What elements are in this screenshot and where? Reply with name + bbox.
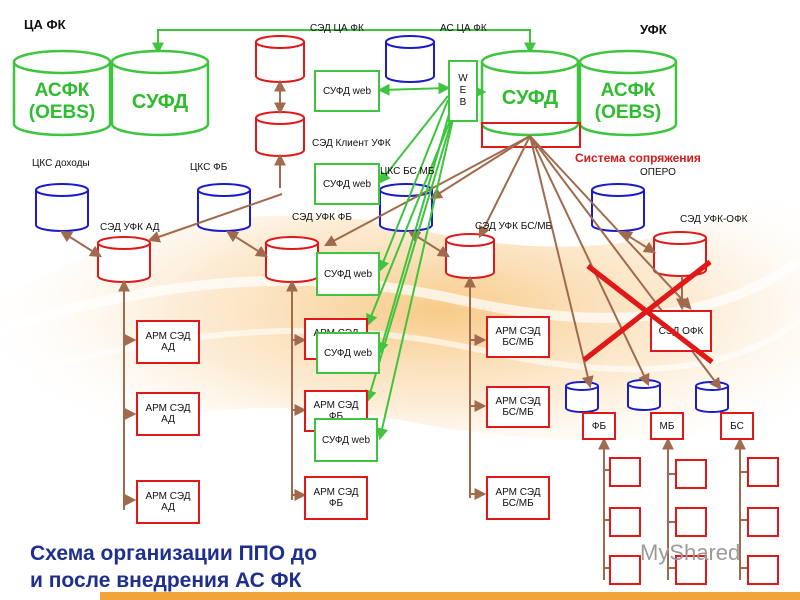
sufd-web-4: СУФД web (316, 332, 380, 374)
arm-sed-bs-mb-3: АРМ СЭД БС/МБ (486, 476, 550, 520)
mb-node-3 (675, 555, 707, 585)
fb-node-3 (609, 555, 641, 585)
arm-sed-ad-3: АРМ СЭД АД (136, 480, 200, 524)
cylinder-sufd-right (480, 49, 580, 137)
asfk-right-label: АСФК (OEBS) (594, 80, 662, 123)
arm-sed-ad-1: АРМ СЭД АД (136, 320, 200, 364)
arm-sed-ad-2: АРМ СЭД АД (136, 392, 200, 436)
cylinder-cks-dohody (35, 183, 89, 232)
cylinder-asfk-left (12, 49, 112, 137)
cylinder-sed-ufk-fb (265, 236, 319, 283)
cylinder-bs-small (695, 381, 729, 413)
cylinder-mb-small (627, 379, 661, 411)
cylinder-fb-small (565, 381, 599, 413)
cylinder-cks-fb (197, 183, 251, 232)
fb-node-2 (609, 507, 641, 537)
sufd-right-label: СУФД (501, 86, 559, 109)
bs-node-1 (747, 457, 779, 487)
sistema-sopryazheniya-box (481, 122, 581, 148)
label-sed-ufk-ad: СЭД УФК АД (100, 222, 160, 233)
node-mb: МБ (650, 412, 684, 440)
sed-ofk-box: СЭД ОФК (650, 310, 712, 352)
sufd-web-1: СУФД web (314, 70, 380, 112)
header-ca-fk: ЦА ФК (24, 17, 66, 32)
cylinder-sufd-left (110, 49, 210, 137)
mb-node-2 (675, 507, 707, 537)
label-sed-ca-fk: СЭД ЦА ФК (310, 23, 364, 34)
sufd-web-3: СУФД web (316, 252, 380, 296)
arm-sed-fb-3: АРМ СЭД ФБ (304, 476, 368, 520)
watermark: MyShared (640, 540, 741, 565)
sufd-web-2: СУФД web (314, 163, 380, 205)
label-cks-dohody: ЦКС доходы (32, 158, 90, 169)
label-as-ca-fk: АС ЦА ФК (440, 23, 487, 34)
sufd-left-label: СУФД (131, 90, 189, 113)
label-sed-ufk-ofk: СЭД УФК-ОФК (680, 214, 748, 225)
bs-node-2 (747, 507, 779, 537)
sufd-web-5: СУФД web (314, 418, 378, 462)
fb-node-1 (609, 457, 641, 487)
bottom-accent-bar (100, 592, 800, 600)
label-sed-client-ufk: СЭД Клиент УФК (312, 138, 391, 149)
label-cks-fb: ЦКС ФБ (190, 162, 228, 173)
link-ca-ufk (152, 29, 536, 55)
node-fb: ФБ (582, 412, 616, 440)
mb-node-1 (675, 459, 707, 489)
cylinder-sed-ufk-bs-mb (445, 233, 495, 279)
bs-node-3 (747, 555, 779, 585)
cylinder-sed-ca-fk (255, 35, 305, 83)
label-sistema-sopryazheniya: Система сопряжения (575, 151, 701, 165)
label-sed-ufk-fb: СЭД УФК ФБ (292, 212, 352, 223)
web-gateway: W E B (448, 60, 478, 122)
label-cks-bs-mb: ЦКС БС МБ (380, 166, 435, 177)
node-bs: БС (720, 412, 754, 440)
cylinder-opero (591, 183, 645, 232)
asfk-left-label: АСФК (OEBS) (28, 80, 96, 123)
header-ufk: УФК (640, 22, 667, 37)
label-opero: ОПЕРО (640, 167, 676, 178)
cylinder-as-ca-fk (385, 35, 435, 83)
label-sed-ufk-bs-mb: СЭД УФК БС/МБ (475, 221, 553, 232)
page-title: Схема организации ППО до и после внедрен… (30, 542, 318, 592)
cylinder-sed-client-ufk (255, 111, 305, 157)
cylinder-asfk-right (578, 49, 678, 137)
cylinder-sed-ufk-ad (97, 236, 151, 283)
arm-sed-bs-mb-2: АРМ СЭД БС/МБ (486, 386, 550, 428)
arm-sed-bs-mb-1: АРМ СЭД БС/МБ (486, 316, 550, 358)
